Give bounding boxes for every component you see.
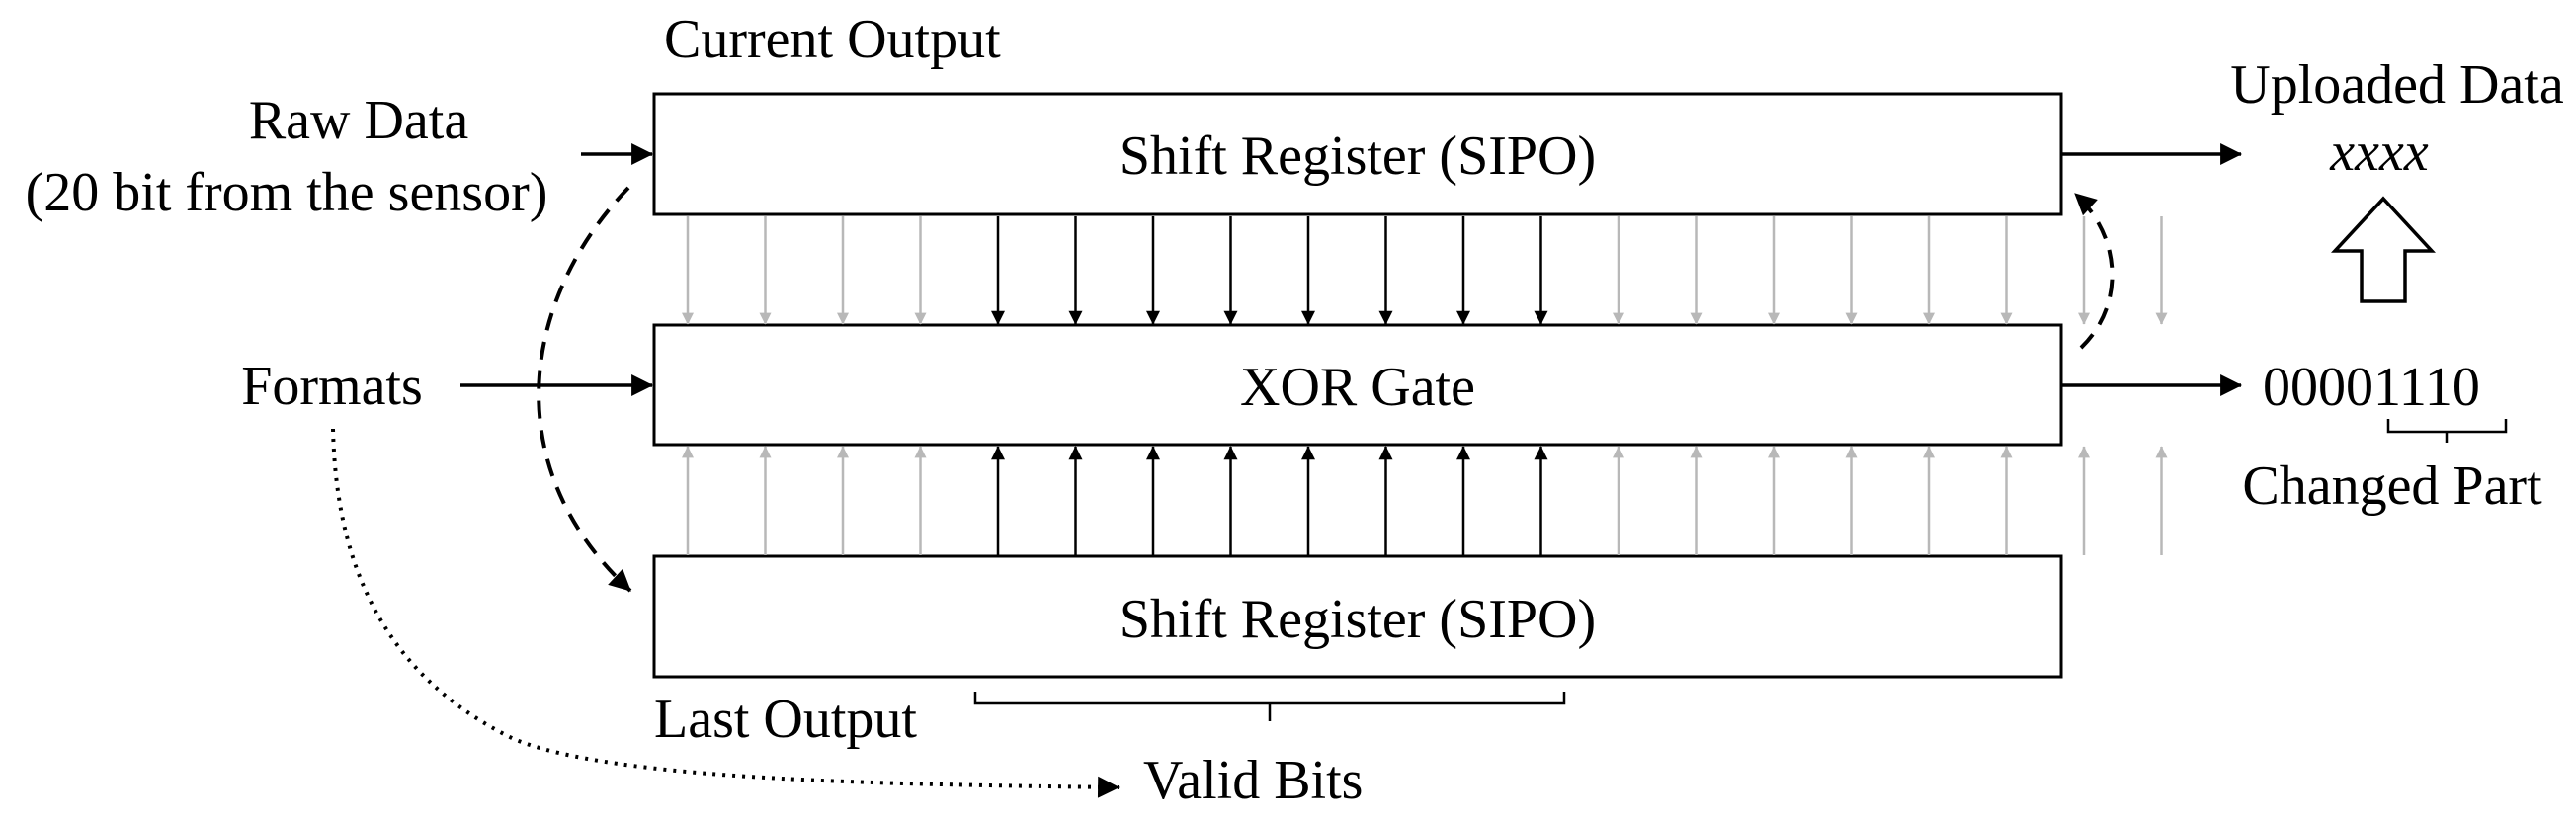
xor-result-value: 00001110	[2263, 357, 2480, 418]
bit-lines-bottom-to-xor	[682, 446, 2168, 555]
xor-result-prefix: 0000	[2263, 357, 2373, 418]
shift-to-last-output-arrow	[537, 186, 632, 593]
raw-data-note: (20 bit from the sensor)	[26, 162, 548, 223]
valid-bits-brace	[973, 692, 1566, 721]
raw-data-label: Raw Data	[249, 90, 469, 151]
uploaded-data-label: Uploaded Data	[2230, 54, 2564, 116]
bit-lines-top-to-xor	[682, 216, 2168, 325]
bottom-shift-register: Shift Register (SIPO)	[652, 554, 2063, 679]
upload-hollow-arrow-icon	[2330, 196, 2437, 303]
top-register-label: Shift Register (SIPO)	[1120, 125, 1596, 187]
changed-part-label: Changed Part	[2242, 455, 2542, 517]
changed-part-brace	[2386, 419, 2508, 443]
uploaded-data-value: xxxx	[2329, 122, 2429, 183]
xor-to-upload-arrow	[2073, 192, 2115, 350]
bottom-register-label: Shift Register (SIPO)	[1120, 589, 1596, 650]
top-shift-register: Shift Register (SIPO)	[652, 92, 2063, 216]
xor-result-changed: 1110	[2373, 357, 2480, 418]
valid-bits-label: Valid Bits	[1143, 750, 1363, 811]
xor-gate-label: XOR Gate	[1240, 357, 1475, 418]
last-output-label: Last Output	[654, 689, 917, 750]
current-output-label: Current Output	[664, 9, 1001, 70]
xor-gate: XOR Gate	[652, 323, 2063, 447]
formats-label: Formats	[241, 356, 423, 417]
formats-to-valid-bits-arrow	[331, 428, 1121, 798]
